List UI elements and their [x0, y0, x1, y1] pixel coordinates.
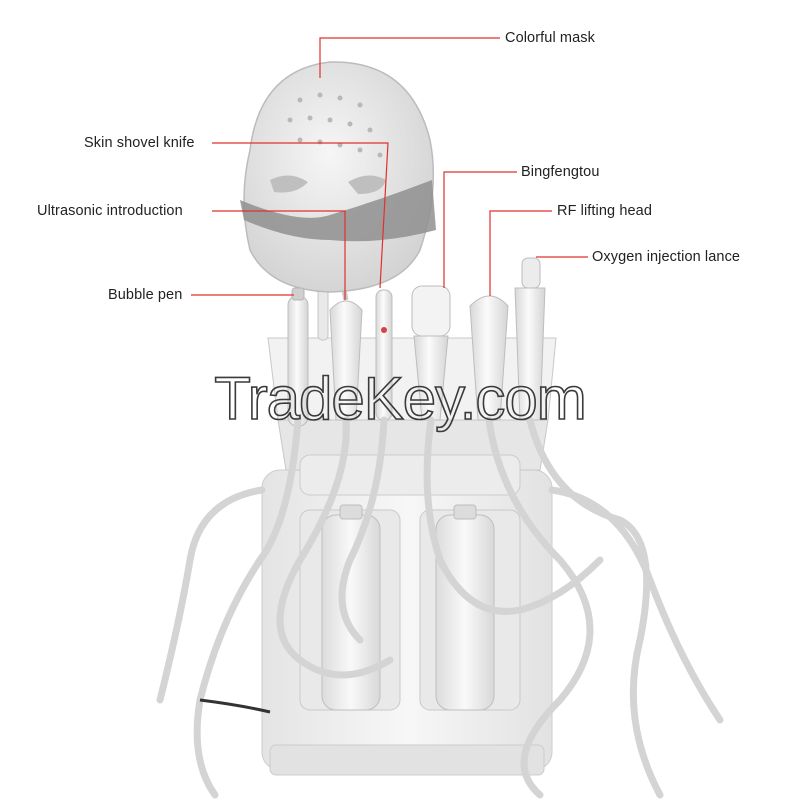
rf-lifting-handpiece [469, 295, 509, 421]
callout-lines [191, 37, 588, 300]
power-cord [199, 698, 271, 714]
bingfengtou-handpiece [411, 285, 451, 421]
label-oxygen-injection-lance: Oxygen injection lance [592, 249, 741, 265]
machine-body [261, 469, 553, 776]
label-skin-shovel-knife: Skin shovel knife [84, 135, 195, 151]
label-ultrasonic-introduction: Ultrasonic introduction [37, 203, 183, 219]
label-bubble-pen: Bubble pen [108, 287, 183, 303]
water-bottle-left [321, 504, 381, 711]
label-bingfengtou: Bingfengtou [521, 164, 600, 180]
cables [156, 416, 724, 799]
led-mask [240, 61, 436, 293]
ultrasonic-handpiece [329, 300, 363, 421]
watermark: TradeKey.com [213, 364, 587, 433]
label-colorful-mask: Colorful mask [505, 30, 595, 46]
label-rf-lifting-head: RF lifting head [557, 203, 652, 219]
oxygen-lance-handpiece [514, 257, 546, 421]
